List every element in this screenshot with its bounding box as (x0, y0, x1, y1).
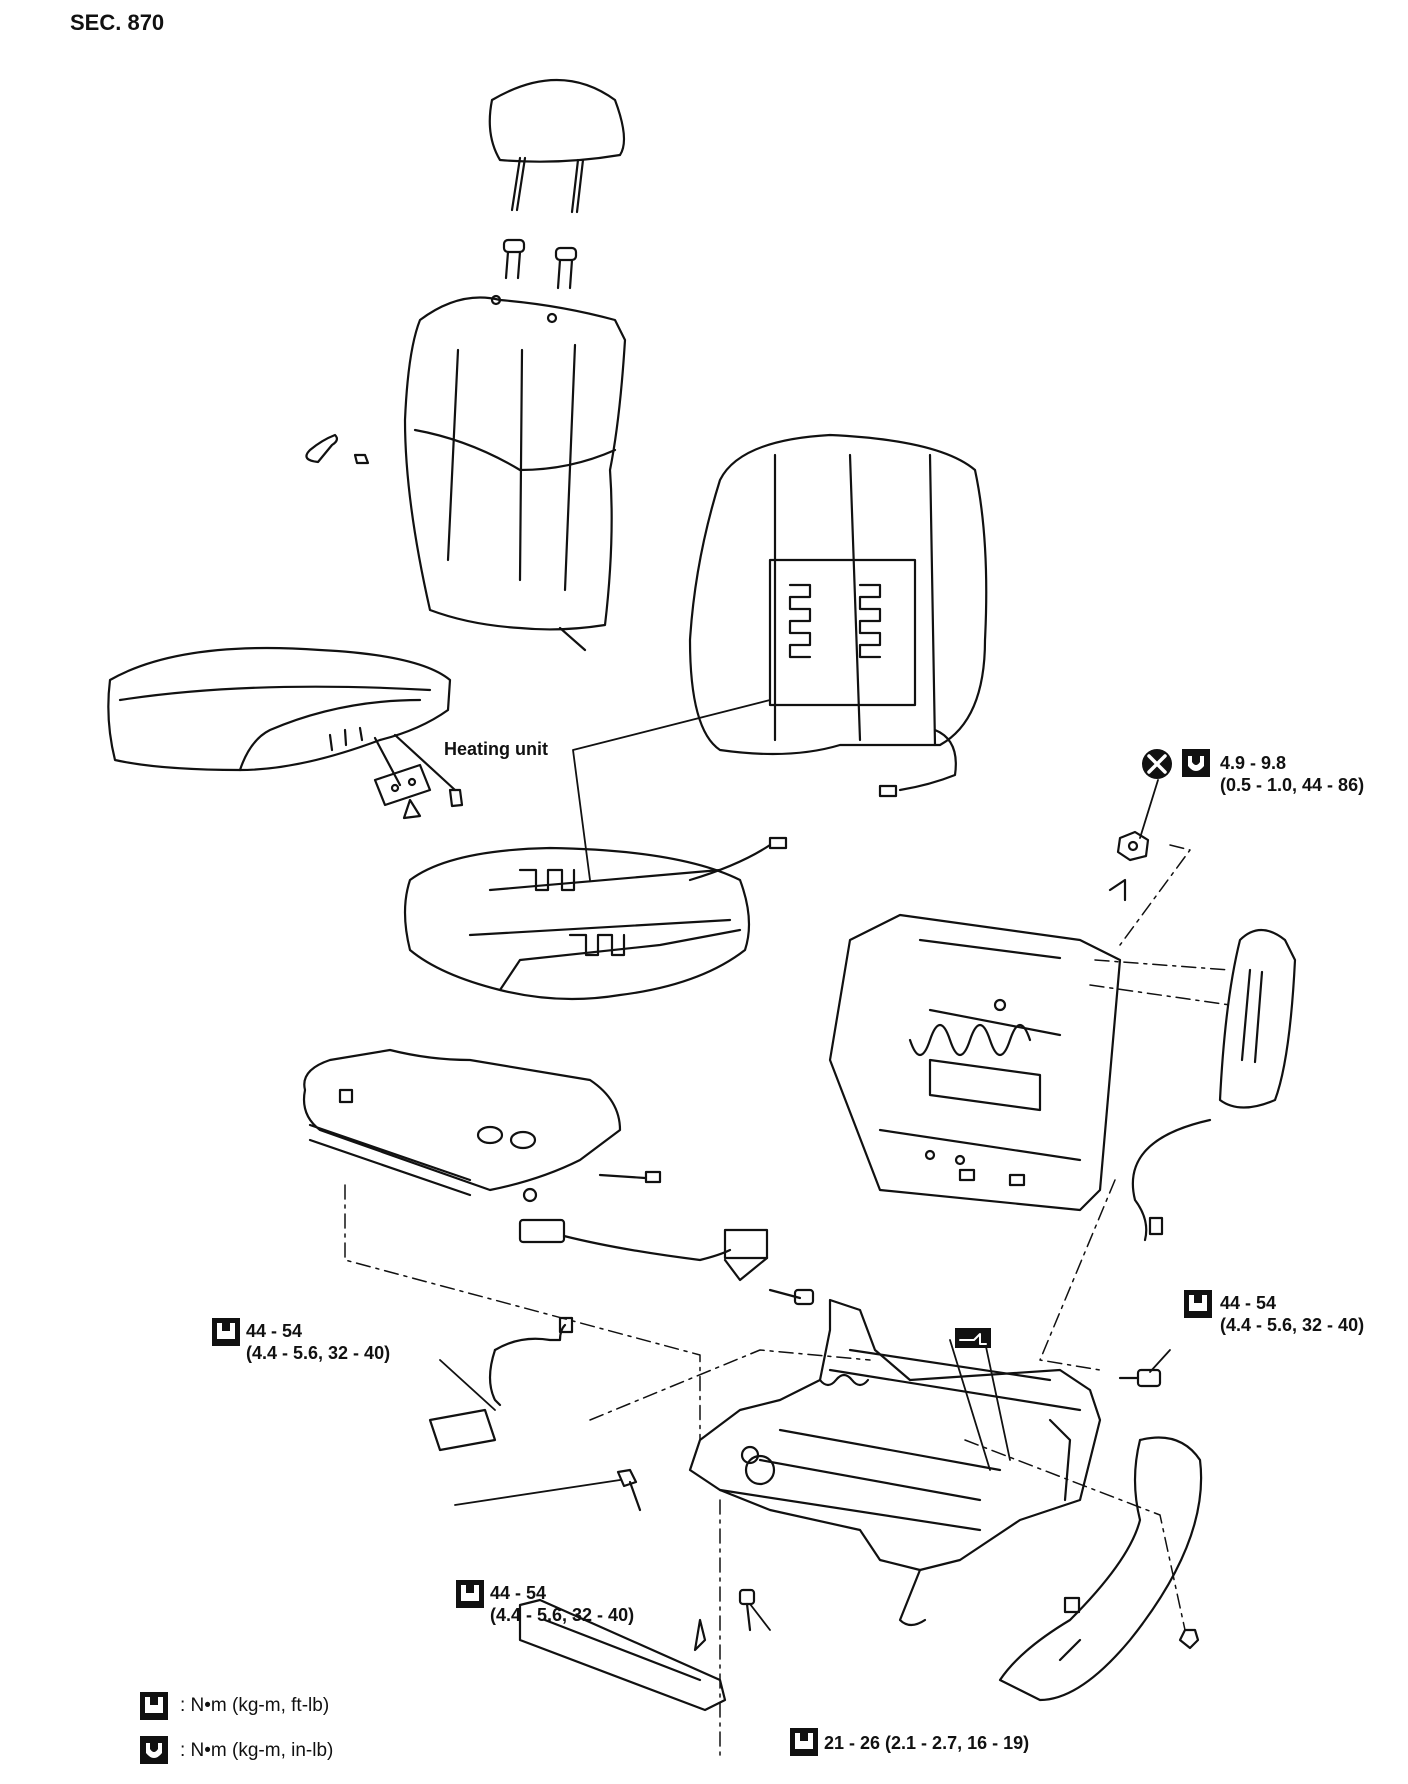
cushion-frame (302, 1048, 662, 1203)
slide-rail-cover (518, 1598, 727, 1712)
front-bolt (616, 1468, 642, 1512)
grease-icon (955, 1328, 991, 1348)
torque-in-lb-icon (1182, 749, 1210, 777)
harness-bolt (768, 1288, 815, 1306)
rail-bolt-torque: 21 - 26 (2.1 - 2.7, 16 - 19) (824, 1733, 1030, 1753)
torque-ft-lb-icon (1184, 1290, 1212, 1318)
legend-in-lb: : N•m (kg-m, in-lb) (180, 1740, 334, 1761)
right-bolt-torque-detail: (4.4 - 5.6, 32 - 40) (1220, 1315, 1365, 1335)
right-bolt-torque: 44 - 54 (4.4 - 5.6, 32 - 40) (1220, 1292, 1364, 1336)
cushion-harness (518, 1218, 769, 1282)
heated-seatback-pad (688, 433, 988, 798)
buckle-bolt-torque: 44 - 54 (4.4 - 5.6, 32 - 40) (246, 1320, 390, 1364)
right-bolt-torque-value: 44 - 54 (1220, 1293, 1277, 1313)
finisher-bolt (1178, 1628, 1200, 1650)
legend-ft-lb: : N•m (kg-m, ft-lb) (180, 1695, 330, 1716)
torque-ft-lb-icon (212, 1318, 240, 1346)
buckle-bolt-torque-value: 44 - 54 (246, 1321, 303, 1341)
seatback-trim (403, 294, 627, 652)
torque-ft-lb-icon (140, 1692, 168, 1720)
section-number: SEC. 870 (70, 10, 165, 35)
front-bolt-torque-value: 44 - 54 (490, 1583, 547, 1603)
torque-ft-lb-icon (790, 1728, 818, 1756)
leader-lines (439, 699, 1171, 1631)
side-trim (1131, 928, 1297, 1242)
front-bolt-torque-detail: (4.4 - 5.6, 32 - 40) (490, 1605, 635, 1625)
cushion-trim (107, 646, 452, 772)
seatback-frame (828, 878, 1127, 1212)
seat-adjuster (688, 1298, 1102, 1627)
headrest (488, 78, 626, 214)
right-bolt (1118, 1368, 1162, 1388)
buckle-bolt-torque-detail: (4.4 - 5.6, 32 - 40) (246, 1343, 391, 1363)
replace-nut-icon (1142, 749, 1172, 779)
headrest-holders (502, 238, 578, 290)
phantom-lines (344, 844, 1231, 1761)
torque-ft-lb-icon (456, 1580, 484, 1608)
frame-nut (1116, 830, 1150, 862)
seat-buckle (428, 1316, 574, 1452)
frame-nut-torque: 4.9 - 9.8 (0.5 - 1.0, 44 - 86) (1220, 752, 1364, 796)
rail-bolt (738, 1588, 756, 1632)
cushion-bracket (373, 733, 464, 820)
seatback-clip (305, 433, 370, 465)
frame-nut-torque-value: 4.9 - 9.8 (1220, 753, 1287, 773)
frame-nut-torque-detail: (0.5 - 1.0, 44 - 86) (1220, 775, 1365, 795)
torque-in-lb-icon (140, 1736, 168, 1764)
heated-cushion-pad (403, 836, 788, 1001)
front-bolt-torque: 44 - 54 (4.4 - 5.6, 32 - 40) (490, 1582, 634, 1626)
side-finisher (998, 1436, 1203, 1702)
heating-unit-label: Heating unit (444, 739, 548, 759)
